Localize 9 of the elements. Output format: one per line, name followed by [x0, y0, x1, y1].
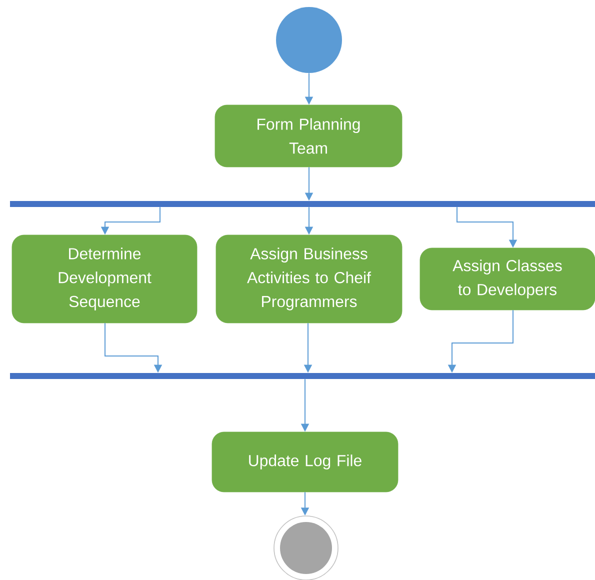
activity-box: Form Planning Team [214, 104, 402, 168]
start-circle [276, 7, 342, 73]
sync-bar [10, 372, 595, 379]
activity-box: Assign Business Activities to Cheif Programmers [216, 234, 402, 324]
activity-box: Assign Classes to Developers [420, 248, 595, 310]
sync-bar [10, 200, 595, 207]
activity-box: Update Log File [212, 432, 398, 492]
activity-box: Determine Development Sequence [12, 234, 198, 324]
end-circle [274, 516, 338, 580]
